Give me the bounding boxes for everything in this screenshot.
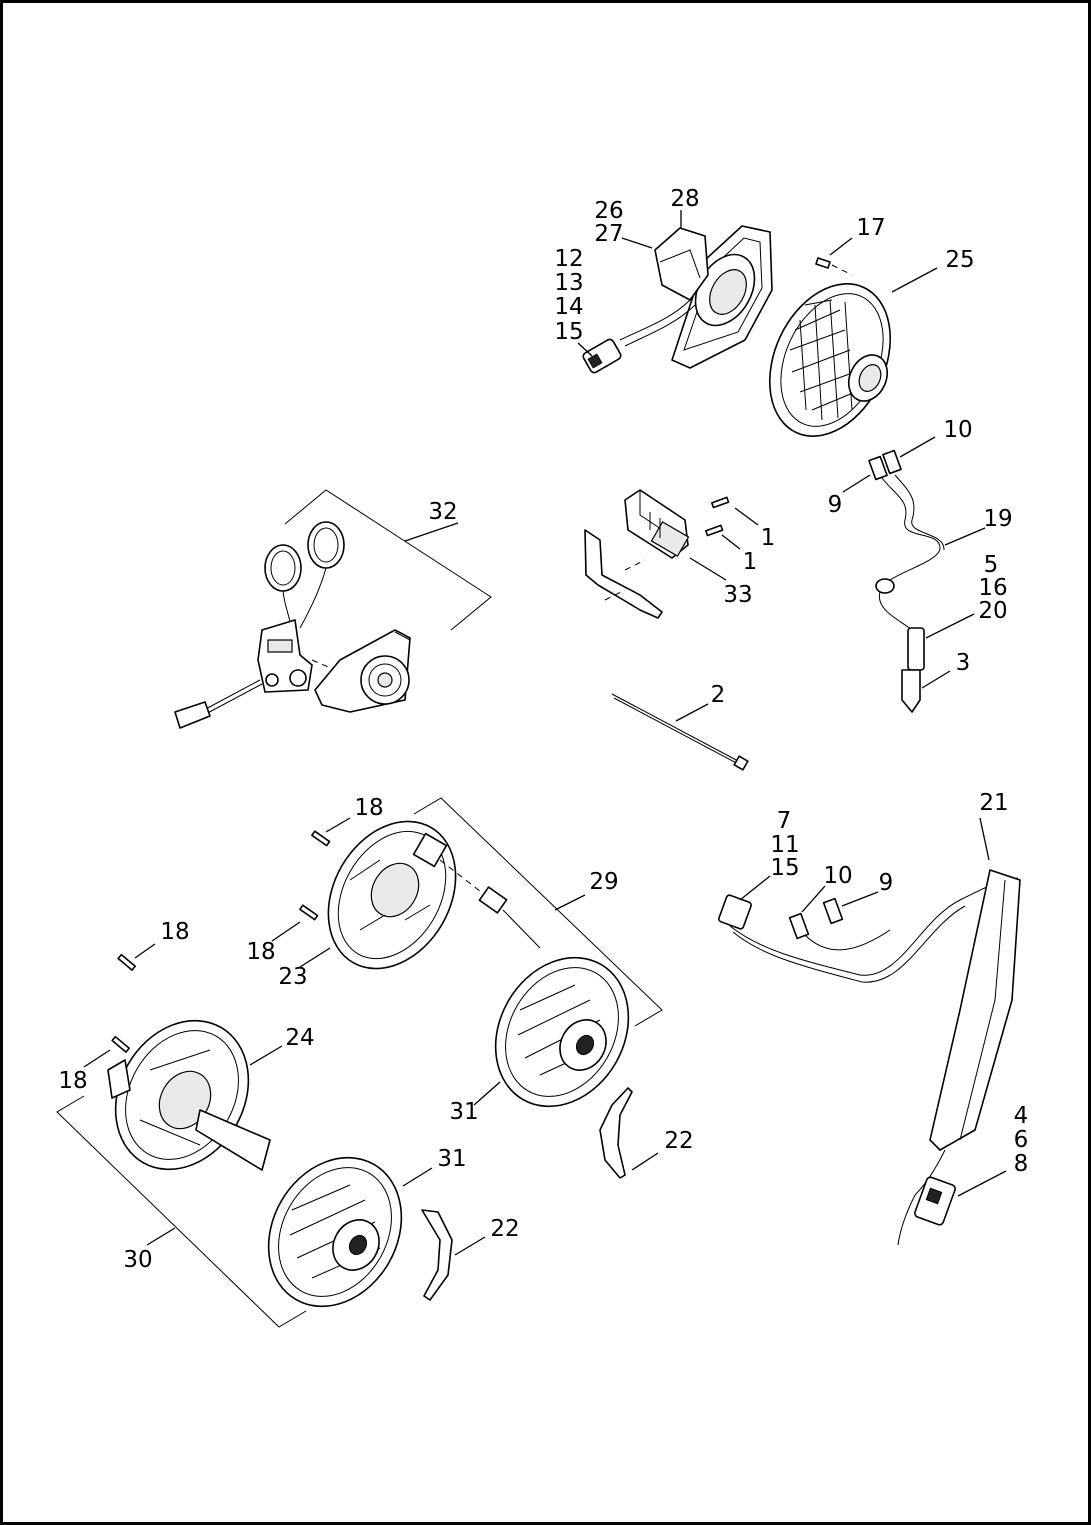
callout-8: 8 [1014,1151,1029,1177]
callout-18-a: 18 [354,795,383,821]
speaker-31-upper [494,956,630,1108]
speaker-25 [768,283,892,437]
screw-18-c [117,953,136,971]
harness-right [868,449,945,713]
callout-16: 16 [978,575,1007,601]
tweeter-probe [439,859,541,949]
callout-27: 27 [594,221,623,247]
callout-28: 28 [670,186,699,212]
callout-29: 29 [589,869,618,895]
callout-26: 26 [594,198,623,224]
bracket-22-upper [599,1087,633,1179]
kit-bracket-29 [413,797,663,1027]
speaker-adapter-housing [582,225,773,374]
kit-bracket-32 [284,489,492,631]
speaker-housing-24 [107,1019,271,1171]
callout-11: 11 [770,832,799,858]
callout-15-mid: 15 [770,855,799,881]
callout-31-lower: 31 [437,1146,466,1172]
callout-17: 17 [856,215,885,241]
callout-18-c: 18 [246,939,275,965]
callout-19: 19 [983,506,1012,532]
kit-32-parts [174,521,411,729]
callout-15-top: 15 [554,319,583,345]
cable-tie-2 [611,693,749,771]
bracket-22-lower [421,1209,453,1301]
callout-13: 13 [554,270,583,296]
callout-14: 14 [554,294,583,320]
callout-1-lower: 1 [743,549,758,575]
callout-32: 32 [428,499,457,525]
callout-30: 30 [123,1247,152,1273]
callout-5: 5 [984,552,999,578]
screw-17 [815,257,853,276]
callout-31-upper: 31 [449,1099,478,1125]
amplifier-module-33 [624,489,690,559]
bracket [584,529,663,619]
callout-3: 3 [956,650,971,676]
callout-6: 6 [1014,1127,1029,1153]
callout-9-top: 9 [828,492,843,518]
callout-25: 25 [945,247,974,273]
callout-21: 21 [979,790,1008,816]
callout-labels: 28 26 27 12 13 14 15 17 25 10 9 19 5 16 … [58,186,1028,1273]
callout-18-b: 18 [160,919,189,945]
screw-18-d [111,1035,130,1053]
screw-1-lower [704,524,724,537]
callout-20: 20 [978,598,1007,624]
callout-2: 2 [711,682,726,708]
speaker-31-lower [267,1156,403,1308]
callout-10-mid: 10 [823,863,852,889]
screw-1-upper [710,496,730,509]
callout-24: 24 [285,1025,314,1051]
callout-33: 33 [723,582,752,608]
callout-7: 7 [777,808,792,834]
callout-4: 4 [1014,1103,1029,1129]
kit-bracket-30 [56,1095,307,1328]
speaker-housing-23 [327,820,457,970]
callout-1-upper: 1 [761,525,776,551]
callout-23: 23 [278,964,307,990]
callout-10-top: 10 [943,417,972,443]
callout-22-upper: 22 [664,1128,693,1154]
callout-18-d: 18 [58,1068,87,1094]
leader-lines [83,210,1007,1256]
callout-22-lower: 22 [490,1216,519,1242]
screw-18-b [299,904,319,921]
callout-9-mid: 9 [879,870,894,896]
harness-21 [718,869,1021,1246]
screw-18-a [311,830,331,847]
callout-12: 12 [554,246,583,272]
